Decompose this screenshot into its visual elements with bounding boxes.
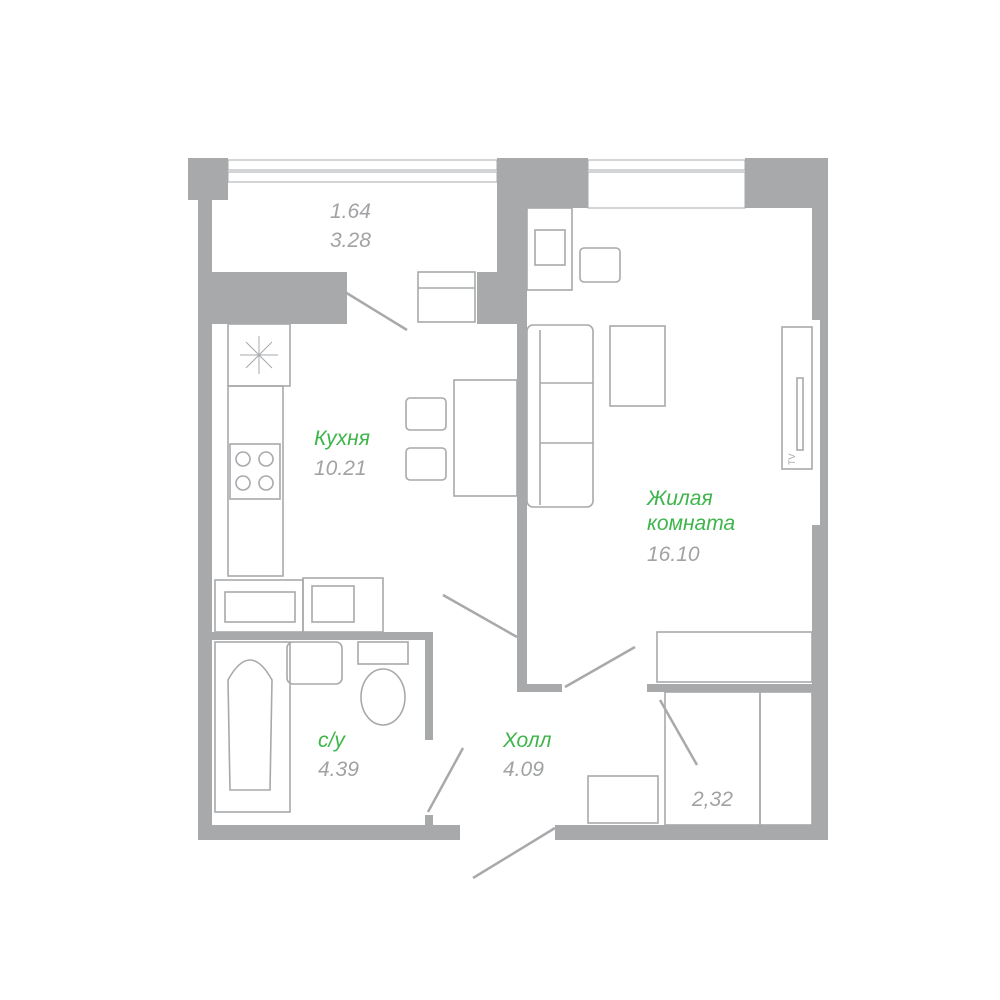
living-area: 16.10	[647, 543, 700, 566]
kitchen-area: 10.21	[314, 457, 367, 480]
stove-icon	[235, 451, 274, 491]
living-name-line2: комната	[647, 512, 735, 535]
kitchen-furniture	[214, 271, 518, 633]
walls	[188, 158, 828, 840]
kitchen-name: Кухня	[314, 427, 370, 450]
hall-area: 4.09	[503, 758, 544, 781]
tv-label: TV	[787, 453, 797, 465]
bathroom-fixtures	[214, 641, 409, 813]
windows	[227, 159, 746, 209]
living-name-line1: Жилая	[646, 487, 713, 510]
balcony-area-2: 3.28	[330, 229, 371, 252]
bathroom-name: с/у	[318, 729, 346, 752]
closet-area: 2,32	[691, 788, 733, 811]
bathroom-area: 4.39	[318, 758, 359, 781]
snowflake-icon	[240, 336, 278, 374]
room-labels: 1.64 3.28 Кухня 10.21 Жилая комната 16.1…	[314, 200, 735, 811]
doors	[344, 290, 699, 880]
balcony-area-1: 1.64	[330, 200, 371, 223]
living-furniture: TV	[526, 207, 813, 826]
hall-name: Холл	[502, 729, 552, 752]
